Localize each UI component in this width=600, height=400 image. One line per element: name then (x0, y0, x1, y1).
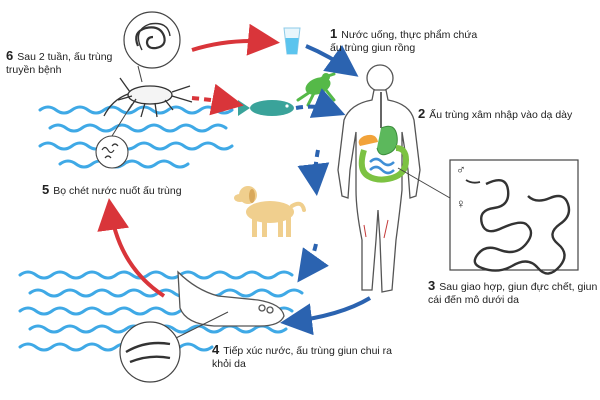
fish-icon (238, 100, 294, 116)
skin-marks (363, 219, 389, 239)
step-3-number: 3 (428, 278, 436, 293)
step-1-number: 1 (330, 26, 338, 41)
arrow-copepod-to-water (191, 23, 280, 56)
frog-icon (296, 72, 336, 107)
step-5-text: Bọ chét nước nuốt ấu trùng (53, 185, 182, 197)
digestive-system (358, 92, 410, 183)
arrow-dog-to-foot (297, 243, 329, 283)
pointer-line (175, 311, 229, 339)
water-waves (18, 105, 304, 352)
larva-inset-circle (123, 11, 181, 69)
step-6-number: 6 (6, 48, 14, 63)
male-symbol: ♂ (456, 162, 466, 177)
step-5-number: 5 (42, 182, 50, 197)
worm-inset-box (449, 159, 579, 275)
step-6-text: Sau 2 tuần, ấu trùng truyền bệnh (6, 51, 113, 76)
pointer-line (397, 167, 451, 199)
arrow-copepod-to-fish (191, 83, 244, 116)
step-4-number: 4 (212, 342, 220, 357)
skin-larvae-circle (119, 321, 181, 383)
dog-icon (234, 186, 306, 237)
pointer-line (137, 65, 143, 83)
arrow-water-to-human (305, 44, 359, 77)
arrow-fish-to-dog (297, 149, 330, 196)
step-3-text: Sau giao hợp, giun đực chết, giun cái đế… (428, 281, 598, 306)
female-symbol: ♀ (456, 196, 466, 211)
step-2-text: Ấu trùng xâm nhập vào dạ dày (429, 109, 573, 121)
step-1-text: Nước uống, thực phẩm chứa ấu trùng giun … (330, 29, 478, 54)
water-glass-icon (283, 27, 301, 55)
arrow-human-to-foot (280, 296, 372, 336)
pointer-line (111, 103, 133, 137)
arrow-fish-to-human (295, 88, 346, 118)
step-4-text: Tiếp xúc nước, ấu trùng giun chui ra khỏ… (212, 345, 393, 370)
copepod-icon (103, 77, 193, 118)
arrow-foot-to-copepod (97, 198, 166, 298)
human-body (337, 64, 421, 293)
water-larvae-circle (95, 135, 129, 169)
foot-icon (177, 270, 285, 327)
step-2-number: 2 (418, 106, 426, 121)
